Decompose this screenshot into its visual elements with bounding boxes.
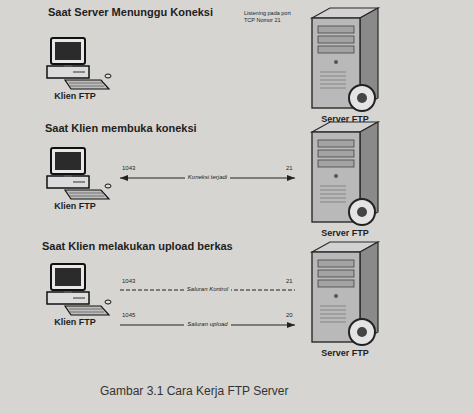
keyboard — [65, 306, 109, 315]
keyboard — [65, 80, 109, 89]
port-number: 1045 — [122, 312, 135, 319]
computer-illustration — [35, 262, 115, 317]
drive-bay — [318, 150, 354, 157]
keyboard-keys — [69, 86, 104, 87]
keyboard-keys — [69, 309, 104, 310]
drive-bay — [318, 280, 354, 287]
section-heading: Saat Klien melakukan upload berkas — [42, 240, 233, 253]
monitor-screen — [55, 42, 81, 60]
server-badge-center — [357, 327, 367, 337]
drive-bay — [318, 270, 354, 277]
vent-line — [320, 84, 346, 85]
channel-label: Saluran upload — [184, 321, 230, 328]
server-illustration — [300, 238, 390, 348]
vent-line — [320, 310, 346, 311]
monitor — [51, 264, 85, 290]
drive-bay — [318, 36, 354, 43]
drive-slot — [73, 298, 85, 299]
drive-bay — [318, 260, 354, 267]
drive-bay — [318, 160, 354, 167]
drive-bay — [318, 26, 354, 33]
figure-caption: Gambar 3.1 Cara Kerja FTP Server — [100, 384, 289, 398]
keyboard-keys — [69, 83, 104, 84]
keyboard-keys — [69, 193, 104, 194]
server-badge-center — [357, 207, 367, 217]
power-button — [334, 294, 338, 298]
drive-slot — [73, 72, 85, 73]
server-badge-center — [357, 93, 367, 103]
vent-line — [320, 190, 346, 191]
vent-line — [320, 306, 346, 307]
port-number: 1043 — [122, 165, 135, 172]
mouse — [105, 74, 111, 78]
server-illustration — [300, 4, 390, 114]
vent-line — [320, 72, 346, 73]
pc-case — [47, 292, 89, 304]
channel-label: Koneksi terjadi — [185, 174, 230, 181]
monitor — [51, 38, 85, 64]
node-label: Klien FTP — [35, 91, 115, 102]
server-badge — [349, 319, 375, 345]
node-label: Server FTP — [300, 348, 390, 359]
vent-line — [320, 88, 346, 89]
vent-line — [320, 322, 346, 323]
vent-line — [320, 314, 346, 315]
client-icon-node: Klien FTP — [35, 262, 115, 328]
keyboard — [65, 190, 109, 199]
vent-line — [320, 80, 346, 81]
server-icon-node: Server FTP — [300, 4, 390, 125]
server-icon-node: Server FTP — [300, 238, 390, 359]
drive-bay — [318, 140, 354, 147]
drive-slot — [73, 182, 85, 183]
server-badge — [349, 85, 375, 111]
mouse — [105, 184, 111, 188]
port-note: Listening pada port TCP Nomor 21 — [244, 10, 302, 23]
port-number: 20 — [286, 312, 293, 319]
vent-line — [320, 198, 346, 199]
channel-label: Saluran Kontrol — [184, 286, 231, 293]
node-label: Klien FTP — [35, 317, 115, 328]
monitor-screen — [55, 268, 81, 286]
computer-illustration — [35, 36, 115, 91]
port-number: 21 — [286, 165, 293, 172]
keyboard-keys — [69, 312, 104, 313]
server-illustration — [300, 118, 390, 228]
monitor-screen — [55, 152, 81, 170]
server-badge — [349, 199, 375, 225]
keyboard-keys — [69, 196, 104, 197]
vent-line — [320, 202, 346, 203]
vent-line — [320, 76, 346, 77]
power-button — [334, 60, 338, 64]
port-number: 1043 — [122, 278, 135, 285]
server-icon-node: Server FTP — [300, 118, 390, 239]
monitor — [51, 148, 85, 174]
port-number: 21 — [286, 278, 293, 285]
section-heading: Saat Server Menunggu Koneksi — [48, 6, 213, 19]
client-icon-node: Klien FTP — [35, 146, 115, 212]
section-heading: Saat Klien membuka koneksi — [45, 122, 197, 135]
mouse — [105, 300, 111, 304]
vent-line — [320, 186, 346, 187]
vent-line — [320, 318, 346, 319]
client-icon-node: Klien FTP — [35, 36, 115, 102]
power-button — [334, 174, 338, 178]
pc-case — [47, 66, 89, 78]
vent-line — [320, 194, 346, 195]
node-label: Klien FTP — [35, 201, 115, 212]
computer-illustration — [35, 146, 115, 201]
pc-case — [47, 176, 89, 188]
drive-bay — [318, 46, 354, 53]
node-label: Server FTP — [300, 228, 390, 239]
